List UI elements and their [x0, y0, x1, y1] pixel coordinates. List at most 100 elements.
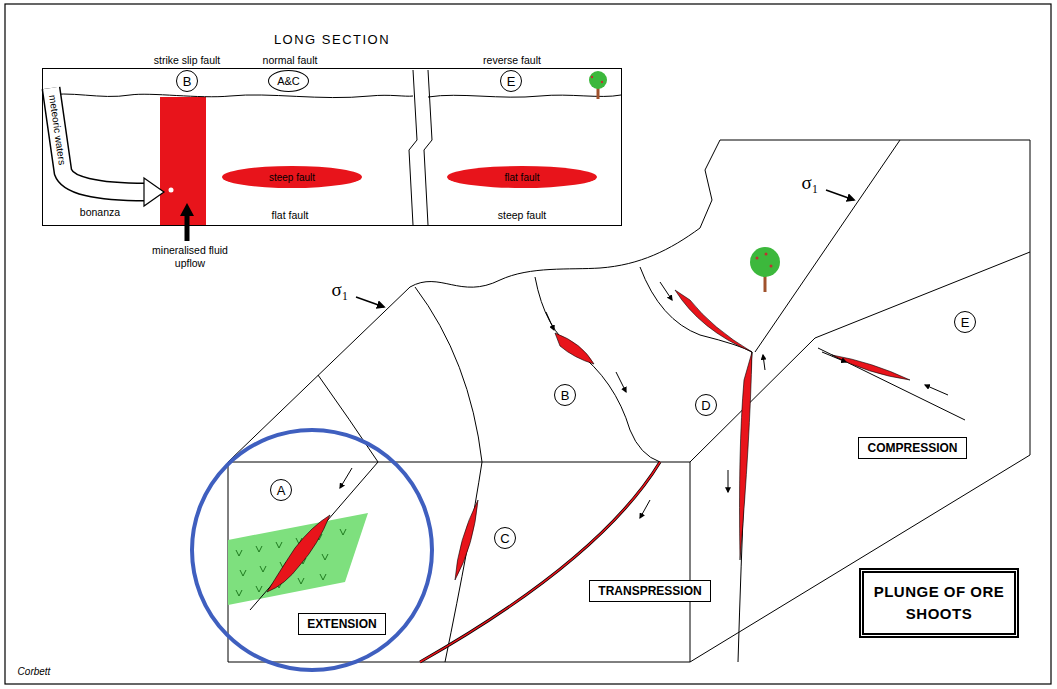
fault-traces	[250, 462, 378, 610]
highlight-circle	[192, 430, 432, 670]
volcanic-unit	[228, 513, 368, 605]
fault-traces	[640, 267, 752, 352]
bonanza-point	[169, 188, 174, 193]
long-section-frame: LONG SECTIONBA&CEsteep faultflat fault	[42, 68, 622, 226]
tree-symbol	[756, 257, 759, 260]
fault-traces	[445, 462, 482, 662]
regime-box: COMPRESSION	[858, 437, 967, 459]
ore-shoots	[555, 333, 594, 364]
fault-label: steep fault	[498, 209, 546, 222]
block-outline	[228, 462, 690, 463]
callout-letter: E	[961, 315, 970, 330]
fluid-upflow-arrow	[180, 203, 194, 241]
slip-arrows	[822, 352, 846, 362]
callout-circle: E	[500, 70, 522, 92]
slip-arrows	[546, 312, 554, 330]
fault-traces	[318, 375, 378, 462]
fault-type-label: normal fault	[263, 54, 318, 67]
tree-symbol	[601, 81, 603, 83]
transpression-fault	[420, 462, 660, 662]
slip-arrows	[340, 282, 948, 518]
callout-circle: B	[176, 70, 198, 92]
outer-frame	[5, 4, 1051, 684]
tree-symbol	[750, 247, 780, 277]
regime-label: EXTENSION	[307, 617, 376, 631]
callout-circle: C	[494, 527, 516, 549]
bonanza-label: bonanza	[80, 206, 120, 219]
section-heading: LONG SECTION	[43, 32, 621, 47]
meteoric-water-arrow	[51, 88, 146, 192]
block-outline	[818, 348, 965, 420]
stress-symbol: σ₁	[332, 279, 349, 302]
callout-letter: C	[500, 531, 509, 546]
meteoric-water-arrow	[144, 178, 164, 206]
callout-letter: A	[277, 483, 286, 498]
tree-symbol	[589, 71, 607, 99]
ground-surface	[43, 94, 621, 98]
fault-label: flat fault	[504, 172, 539, 183]
callout-ellipse: A&C	[268, 70, 309, 92]
bonanza-point	[169, 188, 174, 193]
fault-traces	[250, 267, 752, 662]
callout-letter: B	[183, 74, 192, 89]
ground-surface	[43, 94, 413, 98]
fluid-upflow-arrow	[185, 214, 190, 241]
slip-arrows	[616, 372, 626, 392]
regime-label: COMPRESSION	[867, 441, 957, 455]
fluid-label: mineralised fluid upflow	[144, 244, 236, 269]
ore-shoot-ellipse: steep fault	[222, 166, 362, 188]
callout-circle: E	[954, 311, 976, 333]
title-box: PLUNGE OF ORE SHOOTS	[859, 568, 1019, 638]
fluid-upflow-arrow	[180, 203, 194, 216]
strike-slip-fault-band	[160, 97, 206, 226]
slip-arrows	[925, 385, 948, 395]
block-outline	[228, 140, 1030, 662]
slip-arrows	[728, 470, 729, 492]
slip-arrows	[340, 468, 352, 488]
regime-box: TRANSPRESSION	[589, 580, 711, 602]
fault-traces	[415, 287, 482, 462]
callout-circle: D	[695, 394, 717, 416]
stress-arrows	[356, 190, 854, 307]
block-outline	[690, 462, 691, 662]
tree-symbol	[770, 265, 773, 268]
fault-traces	[535, 277, 660, 462]
callout-circle: A	[270, 479, 292, 501]
ore-shoots	[267, 515, 330, 592]
block-outline	[228, 140, 1030, 662]
fault-type-label: strike slip fault	[154, 54, 221, 67]
ore-shoots	[832, 355, 910, 380]
transpression-fault	[420, 462, 660, 662]
strike-slip-fault-band	[160, 97, 206, 226]
stress-arrows	[826, 190, 854, 200]
regime-label: TRANSPRESSION	[598, 584, 701, 598]
slip-arrows	[763, 355, 765, 370]
tree-symbol	[591, 76, 593, 78]
ore-shoots	[740, 352, 753, 560]
stress-arrows	[356, 297, 384, 307]
author-credit: Corbett	[18, 666, 51, 678]
transpression-fault	[420, 462, 660, 662]
callout-letter: D	[701, 398, 710, 413]
meteoric-water-arrow	[51, 88, 164, 206]
tree-symbol	[750, 247, 780, 292]
volcanic-unit	[228, 513, 368, 605]
ground-surface	[428, 95, 621, 97]
section-break	[409, 70, 432, 225]
callout-circle: B	[554, 384, 576, 406]
section-break	[424, 70, 432, 225]
fault-label: flat fault	[272, 209, 309, 222]
regime-box: EXTENSION	[298, 613, 386, 635]
outer-frame	[5, 4, 1051, 684]
block-outline	[690, 338, 815, 462]
callout-letter: A&C	[277, 75, 300, 87]
block-outline	[815, 252, 1030, 338]
callout-letter: E	[507, 74, 516, 89]
fault-label: steep fault	[269, 172, 315, 183]
ore-shoot-ellipse: flat fault	[447, 166, 597, 188]
highlight-circle	[192, 430, 432, 670]
slip-arrows	[660, 282, 672, 300]
tree-symbol	[589, 71, 607, 89]
block-outline	[755, 140, 900, 352]
